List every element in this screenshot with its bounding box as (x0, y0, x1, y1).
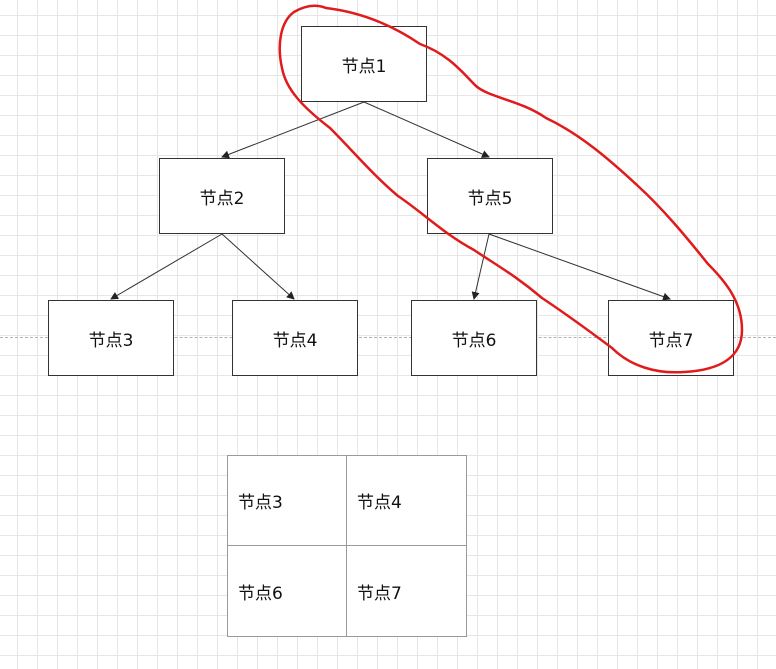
node-5-label: 节点5 (467, 188, 513, 209)
edge-2-4 (221, 233, 295, 300)
node-2-label: 节点2 (199, 188, 245, 209)
edge-1-2 (221, 101, 365, 159)
table-cell[interactable]: 节点4 (347, 456, 466, 546)
table-cell-label: 节点4 (357, 493, 402, 513)
node-1[interactable]: 节点1 (301, 26, 427, 102)
table-cell[interactable]: 节点7 (347, 546, 466, 636)
node-7-label: 节点7 (648, 330, 694, 351)
node-7[interactable]: 节点7 (608, 300, 734, 376)
node-4[interactable]: 节点4 (232, 300, 358, 376)
node-6[interactable]: 节点6 (411, 300, 537, 376)
horizontal-guide-line (0, 337, 776, 338)
edge-5-7 (488, 233, 671, 301)
table-cell[interactable]: 节点3 (228, 456, 347, 546)
table-cell-label: 节点3 (238, 493, 283, 513)
node-2[interactable]: 节点2 (159, 158, 285, 234)
node-6-label: 节点6 (451, 330, 497, 351)
node-3[interactable]: 节点3 (48, 300, 174, 376)
table-cell-label: 节点7 (357, 583, 402, 604)
table-cell-label: 节点6 (238, 583, 283, 604)
node-1-label: 节点1 (341, 56, 387, 77)
node-3-label: 节点3 (88, 330, 134, 351)
edge-1-5 (363, 101, 490, 158)
red-freehand-loop (278, 4, 744, 374)
edge-5-6 (471, 233, 490, 300)
table-cell[interactable]: 节点6 (228, 546, 347, 636)
node-5[interactable]: 节点5 (427, 158, 553, 234)
node-table: 节点3 节点4 节点6 节点7 (227, 455, 467, 637)
node-4-label: 节点4 (272, 330, 318, 351)
edge-2-3 (110, 233, 223, 300)
